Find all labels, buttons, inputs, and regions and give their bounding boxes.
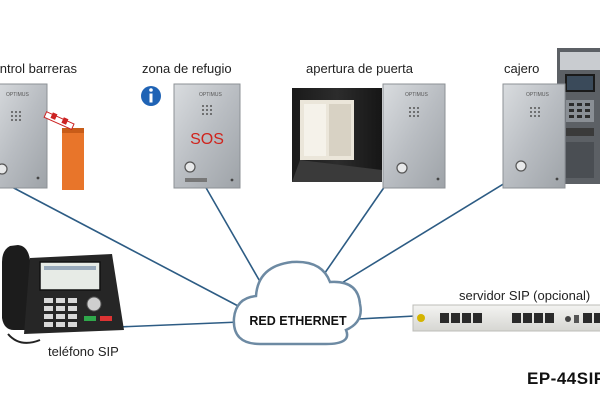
panel-brand-text: OPTIMUS bbox=[526, 92, 549, 98]
call-button bbox=[184, 161, 196, 173]
link-telefono bbox=[117, 321, 241, 328]
label-refugio: zona de refugio bbox=[142, 61, 232, 76]
link-refugio bbox=[204, 185, 263, 286]
link-servidor bbox=[357, 315, 416, 320]
label-barreras: control barreras bbox=[0, 61, 78, 76]
barrier-arm bbox=[43, 111, 75, 131]
label-servidor: servidor SIP (opcional) bbox=[459, 288, 591, 303]
cloud-label: RED ETHERNET bbox=[249, 314, 347, 328]
cajero-device: OPTIMUS bbox=[502, 48, 600, 189]
call-button bbox=[396, 162, 408, 174]
label-puerta: apertura de puerta bbox=[306, 61, 413, 76]
sos-text: SOS bbox=[190, 131, 224, 148]
connection-lines bbox=[9, 179, 511, 328]
puerta-device: OPTIMUS bbox=[292, 83, 446, 189]
label-cajero: cajero bbox=[504, 61, 540, 76]
call-button bbox=[0, 163, 8, 175]
panel-brand-text: OPTIMUS bbox=[199, 92, 222, 98]
barrier-post bbox=[62, 128, 84, 190]
ethernet-cloud: RED ETHERNET bbox=[232, 260, 362, 346]
barreras-device: OPTIMUS bbox=[0, 83, 84, 190]
sip-server bbox=[412, 304, 600, 332]
link-puerta bbox=[319, 185, 386, 281]
panel-brand-text: OPTIMUS bbox=[6, 92, 29, 98]
info-icon bbox=[141, 86, 161, 106]
link-cajero bbox=[339, 179, 511, 285]
nav-key bbox=[86, 296, 102, 312]
call-button bbox=[515, 160, 527, 172]
panel-brand-text: OPTIMUS bbox=[405, 92, 428, 98]
link-barreras bbox=[9, 185, 241, 308]
sip-phone bbox=[2, 245, 124, 344]
label-telefono: teléfono SIP bbox=[48, 344, 119, 359]
refugio-device: OPTIMUS SOS bbox=[173, 83, 241, 189]
model-code: EP-44SIP bbox=[527, 369, 600, 388]
